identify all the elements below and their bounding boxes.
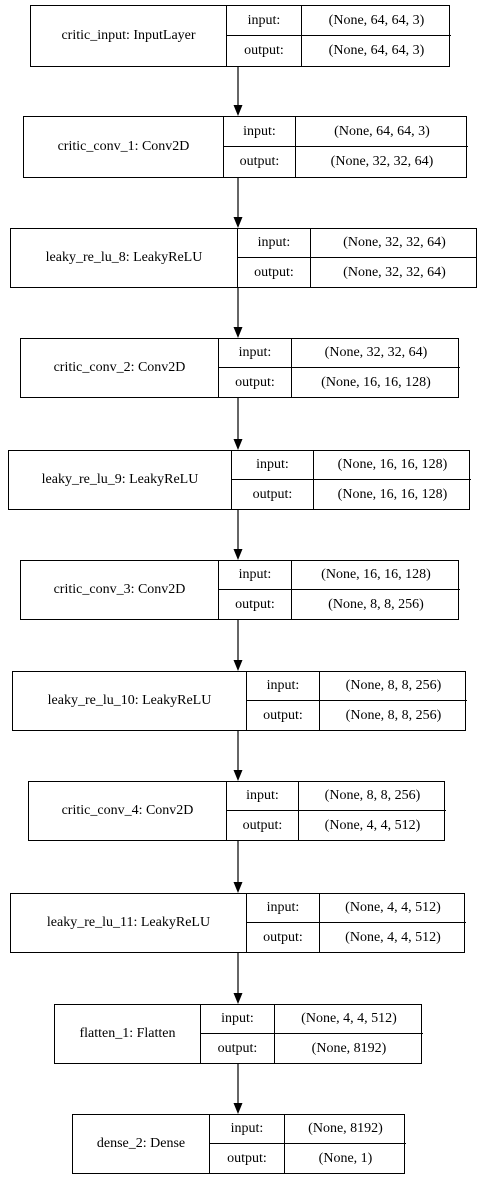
input-label: input: bbox=[238, 229, 311, 258]
input-shape: (None, 32, 32, 64) bbox=[292, 339, 460, 368]
layer-name: leaky_re_lu_9: LeakyReLU bbox=[9, 451, 232, 509]
input-label: input: bbox=[227, 782, 299, 811]
input-label: input: bbox=[219, 339, 292, 368]
input-label: input: bbox=[210, 1115, 285, 1144]
arrow-head bbox=[233, 882, 243, 893]
output-label: output: bbox=[219, 368, 292, 397]
arrow-head bbox=[233, 660, 243, 671]
layer-name: leaky_re_lu_11: LeakyReLU bbox=[11, 894, 247, 952]
output-shape: (None, 4, 4, 512) bbox=[345, 929, 441, 945]
input-shape: (None, 4, 4, 512) bbox=[275, 1005, 423, 1034]
input-shape: (None, 4, 4, 512) bbox=[320, 894, 466, 923]
arrow-head bbox=[233, 439, 243, 450]
input-shape: (None, 8, 8, 256) bbox=[299, 782, 446, 811]
input-label: input: bbox=[247, 894, 320, 923]
arrow-head bbox=[233, 217, 243, 228]
output-shape: (None, 1) bbox=[318, 1150, 373, 1166]
output-label: output: bbox=[227, 36, 302, 66]
output-label: output: bbox=[224, 147, 296, 177]
output-shape: (None, 32, 32, 64) bbox=[343, 264, 446, 280]
output-shape: (None, 4, 4, 512) bbox=[324, 817, 421, 833]
output-shape: (None, 8, 8, 256) bbox=[345, 707, 442, 723]
output-shape: (None, 64, 64, 3) bbox=[328, 43, 425, 58]
output-label: output: bbox=[247, 923, 320, 952]
output-label: output: bbox=[247, 701, 320, 730]
arrow-head bbox=[233, 1103, 243, 1114]
layer-name: critic_conv_4: Conv2D bbox=[29, 782, 227, 840]
layer-name: critic_input: InputLayer bbox=[31, 6, 227, 66]
input-shape: (None, 64, 64, 3) bbox=[296, 117, 468, 147]
input-label: input: bbox=[227, 6, 302, 36]
output-label: output: bbox=[201, 1034, 275, 1063]
arrow-head bbox=[233, 549, 243, 560]
output-shape: (None, 8, 8, 256) bbox=[328, 596, 424, 612]
output-shape: (None, 16, 16, 128) bbox=[337, 486, 448, 502]
layer-name: flatten_1: Flatten bbox=[55, 1005, 201, 1063]
layer-name: critic_conv_2: Conv2D bbox=[21, 339, 219, 397]
input-label: input: bbox=[224, 117, 296, 147]
output-label: output: bbox=[210, 1144, 285, 1173]
arrow-head bbox=[233, 327, 243, 338]
arrow-head bbox=[233, 993, 243, 1004]
input-label: input: bbox=[232, 451, 314, 480]
layer-name: critic_conv_1: Conv2D bbox=[24, 117, 224, 177]
input-label: input: bbox=[201, 1005, 275, 1034]
input-shape: (None, 8, 8, 256) bbox=[320, 672, 467, 701]
output-shape: (None, 8192) bbox=[311, 1040, 387, 1056]
arrow-head bbox=[233, 770, 243, 781]
input-label: input: bbox=[219, 561, 292, 590]
layer-name: dense_2: Dense bbox=[73, 1115, 210, 1173]
layer-name: leaky_re_lu_10: LeakyReLU bbox=[13, 672, 247, 730]
arrow-head bbox=[233, 105, 243, 116]
output-label: output: bbox=[238, 258, 311, 287]
input-shape: (None, 64, 64, 3) bbox=[302, 6, 451, 36]
output-label: output: bbox=[232, 480, 314, 509]
output-label: output: bbox=[227, 811, 299, 840]
output-label: output: bbox=[219, 590, 292, 619]
input-shape: (None, 16, 16, 128) bbox=[314, 451, 471, 480]
input-label: input: bbox=[247, 672, 320, 701]
input-shape: (None, 8192) bbox=[285, 1115, 406, 1144]
input-shape: (None, 16, 16, 128) bbox=[292, 561, 460, 590]
layer-name: critic_conv_3: Conv2D bbox=[21, 561, 219, 619]
input-shape: (None, 32, 32, 64) bbox=[311, 229, 477, 258]
output-shape: (None, 16, 16, 128) bbox=[321, 374, 431, 390]
output-shape: (None, 32, 32, 64) bbox=[330, 154, 434, 169]
layer-name: leaky_re_lu_8: LeakyReLU bbox=[11, 229, 238, 287]
